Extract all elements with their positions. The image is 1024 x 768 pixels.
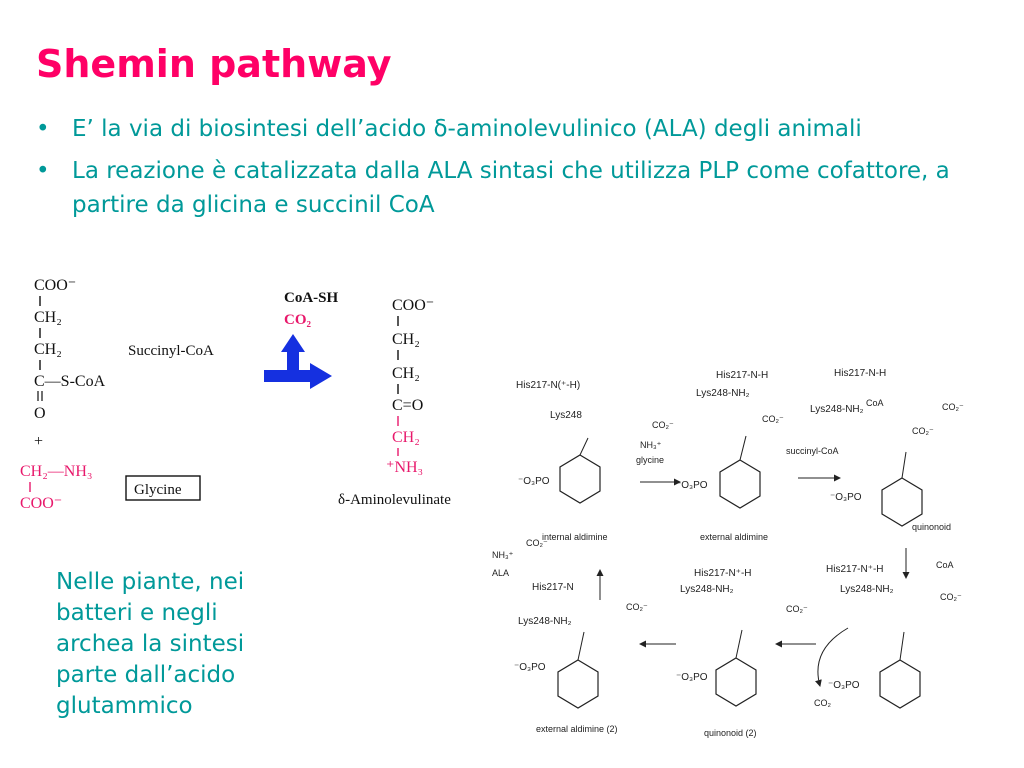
mech-phosphate: ⁻O₃PO	[828, 680, 860, 691]
glycine-label: Glycine	[134, 482, 182, 498]
bullet-list: • E’ la via di biosintesi dell’acido δ-am…	[36, 112, 996, 230]
mech-ala-co2: CO₂⁻	[526, 538, 548, 548]
bullet-text: La reazione è catalizzata dalla ALA sint…	[72, 158, 950, 218]
reaction-scheme: COO⁻ CH₂ CH₂ C—S-CoA O + CH₂—NH₃ COO⁻ Su…	[20, 277, 451, 512]
ala-ch2-3: CH₂	[392, 429, 420, 446]
decarboxylation-arrow	[815, 627, 849, 687]
mech-ala-label: ALA	[492, 568, 509, 578]
mech-his-internal: His217-N(⁺-H)	[516, 380, 580, 391]
mech-quinonoid-label: quinonoid	[912, 522, 951, 532]
glycine-carboxyl: COO⁻	[20, 495, 62, 512]
succinyl-ch2-1: CH₂	[34, 309, 62, 326]
mech-lys-4: Lys248-NH₂	[840, 584, 894, 595]
release-arrow	[281, 334, 305, 376]
ala-ch2-2: CH₂	[392, 365, 420, 382]
mech-external-2-label: external aldimine (2)	[536, 724, 618, 734]
mech-internal-label: internal aldimine	[542, 532, 608, 542]
mechanism-diagram: His217-N(⁺-H) Lys248 ⁻O₃PO internal aldi…	[492, 368, 964, 738]
mech-lys-6: Lys248-NH₂	[518, 616, 572, 627]
mech-glycine-co2: CO₂⁻	[652, 420, 674, 430]
mech-co2-group: CO₂⁻	[762, 414, 784, 424]
pyridine-ring	[557, 659, 599, 709]
bond	[899, 631, 905, 661]
mech-lys-internal: Lys248	[550, 410, 582, 421]
mech-lys-5: Lys248-NH₂	[680, 584, 734, 595]
mech-phosphate: ⁻O₃PO	[676, 672, 708, 683]
bond	[901, 451, 907, 479]
bond	[735, 629, 743, 659]
mech-ala-nh3: NH₃⁺	[492, 550, 514, 560]
glycine-amine: CH₂—NH₃	[20, 463, 93, 480]
bond	[577, 631, 585, 661]
slide-title: Shemin pathway	[36, 42, 392, 86]
coash-label: CoA-SH	[284, 290, 339, 306]
mech-his-6: His217-N	[532, 582, 574, 593]
side-note: Nelle piante, nei batteri e negli archea…	[56, 569, 245, 719]
mech-lys-quinonoid: Lys248-NH₂	[810, 404, 864, 415]
mech-coa-out: CoA	[936, 560, 954, 570]
bullet-dot: •	[36, 158, 50, 184]
mech-co2-group: CO₂⁻	[940, 592, 962, 602]
mech-quinonoid-2-label: quinonoid (2)	[704, 728, 757, 738]
pyridine-ring	[879, 659, 921, 709]
mech-co2-group: CO₂⁻	[626, 602, 648, 612]
mech-lys-external: Lys248-NH₂	[696, 388, 750, 399]
bullet-text: E’ la via di biosintesi dell’acido δ-ami…	[72, 116, 862, 142]
mech-co2-group: CO₂⁻	[912, 426, 934, 436]
pyridine-ring	[719, 459, 761, 509]
glycine-label-box	[125, 475, 201, 501]
mech-his-4: His217-N⁺-H	[826, 564, 884, 575]
bullet-item: • E’ la via di biosintesi dell’acido δ-am…	[36, 112, 996, 146]
mech-succinyl-coa: succinyl-CoA	[786, 446, 839, 456]
mech-glycine-nh3: NH₃⁺	[640, 440, 662, 450]
ala-carbonyl: C=O	[392, 397, 423, 414]
succinyl-oxygen: O	[34, 405, 46, 422]
mech-glycine-label: glycine	[636, 455, 664, 465]
mech-coa-label: CoA	[866, 398, 884, 408]
pyridine-ring	[715, 657, 757, 707]
succinyl-coo: COO⁻	[34, 277, 76, 294]
mech-phosphate: ⁻O₃PO	[676, 480, 708, 491]
mech-co2-out: CO₂	[814, 698, 832, 708]
ala-amine: ⁺NH₃	[386, 459, 423, 476]
mech-co2-group: CO₂⁻	[786, 604, 808, 614]
mech-his-external: His217-N-H	[716, 370, 768, 381]
ala-label: δ-Aminolevulinate	[338, 492, 451, 508]
ala-coo: COO⁻	[392, 297, 434, 314]
succinyl-ch2-2: CH₂	[34, 341, 62, 358]
mech-external-label: external aldimine	[700, 532, 768, 542]
mech-his-quinonoid: His217-N-H	[834, 368, 886, 379]
pyridine-ring	[881, 477, 923, 527]
mech-co2-group: CO₂⁻	[942, 402, 964, 412]
co2-label: CO₂	[284, 312, 312, 328]
mech-his-5: His217-N⁺-H	[694, 568, 752, 579]
bond	[739, 435, 747, 461]
ala-ch2-1: CH₂	[392, 331, 420, 348]
succinyl-coa-label: Succinyl-CoA	[128, 343, 214, 359]
mech-phosphate: ⁻O₃PO	[514, 662, 546, 673]
mech-phosphate: ⁻O₃PO	[830, 492, 862, 503]
succinyl-thioester: C—S-CoA	[34, 373, 106, 390]
pyridine-ring	[559, 454, 601, 504]
plus-sign: +	[34, 433, 43, 450]
bullet-dot: •	[36, 116, 50, 142]
bullet-item: • La reazione è catalizzata dalla ALA sin…	[36, 154, 996, 222]
bond	[579, 437, 589, 456]
mech-phosphate: ⁻O₃PO	[518, 476, 550, 487]
